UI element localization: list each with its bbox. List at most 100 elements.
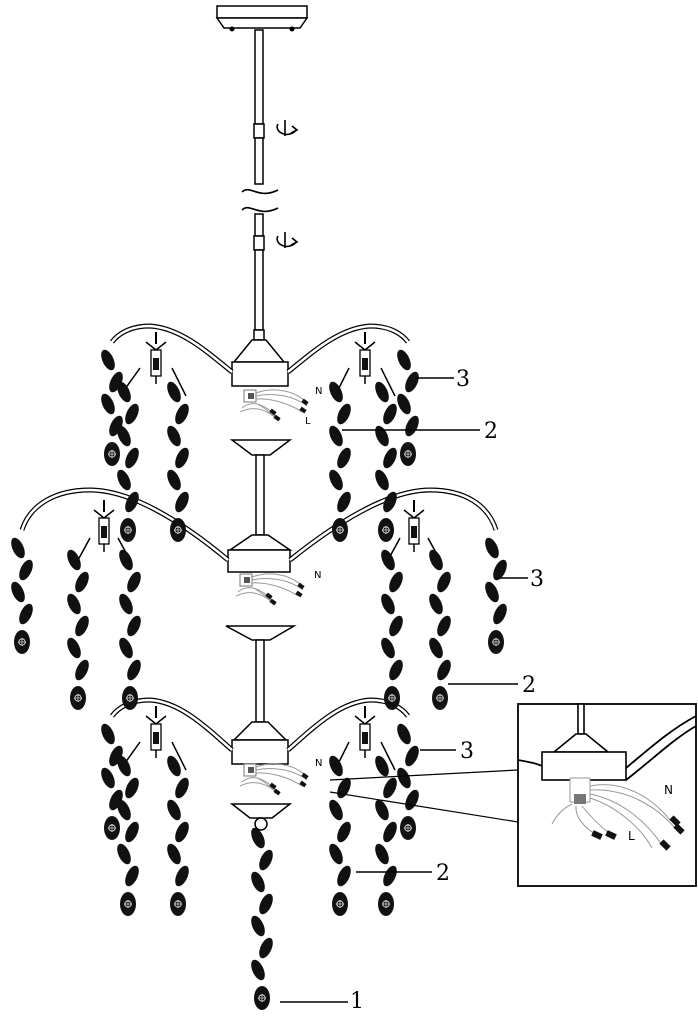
crystal-bead [326, 753, 346, 779]
light-socket [93, 499, 115, 553]
crystal-string [164, 753, 192, 917]
tier-top-hub [231, 329, 289, 387]
crystal-bead [394, 347, 414, 373]
wire-bundle [239, 763, 310, 796]
crystal-bead [326, 423, 346, 449]
crystal-bead [482, 535, 502, 561]
callout-string-middle: 2 [448, 673, 536, 698]
detail-wire-bundle [551, 777, 685, 851]
light-socket [354, 331, 376, 385]
crystal-bead [256, 847, 276, 873]
crystal-bead [116, 547, 136, 573]
light-socket [145, 331, 167, 385]
crystal-drop [119, 517, 137, 543]
crystal-string [372, 379, 400, 543]
crystal-bead [64, 547, 84, 573]
crystal-drop [253, 985, 271, 1011]
crystal-bead [172, 863, 192, 889]
suspension-rod [253, 29, 265, 331]
crystal-bead [402, 787, 422, 813]
crystal-bead [116, 591, 136, 617]
crystal-drop [169, 517, 187, 543]
crystal-bead [434, 657, 454, 683]
crystal-drop [399, 441, 417, 467]
crystal-bead [122, 819, 142, 845]
crystal-bead [378, 635, 398, 661]
crystal-bead [426, 591, 446, 617]
crystal-drop [13, 629, 31, 655]
crystal-bead [114, 467, 134, 493]
crystal-bead [386, 569, 406, 595]
crystal-drop [331, 891, 349, 917]
crystal-bead [372, 841, 392, 867]
light-socket [403, 499, 425, 553]
crystal-bead [114, 841, 134, 867]
crystal-bead [16, 601, 36, 627]
crystal-bead [122, 775, 142, 801]
tier-top: N L [110, 323, 410, 427]
detail-hub [541, 703, 627, 781]
crystal-bead [372, 423, 392, 449]
crystal-drop [399, 815, 417, 841]
crystal-bead [164, 841, 184, 867]
callout-pendant: 1 [280, 989, 364, 1014]
crystal-bead [326, 379, 346, 405]
crystal-bead [426, 635, 446, 661]
crystal-bead [164, 379, 184, 405]
detail-label-neutral: N [664, 783, 673, 797]
crystal-bead [98, 765, 118, 791]
crystal-string [394, 347, 422, 467]
crystal-bead [426, 547, 446, 573]
crystal-bead [334, 863, 354, 889]
crystal-drop [377, 517, 395, 543]
crystal-bead [386, 657, 406, 683]
rotation-arrow-icon [276, 232, 299, 248]
crystal-string [482, 535, 510, 655]
crystal-bead [380, 401, 400, 427]
wire-label-live: L [305, 416, 311, 427]
crystal-bead [256, 935, 276, 961]
crystal-bead [124, 613, 144, 639]
crystal-drop [487, 629, 505, 655]
callout-hook-bottom: 3 [420, 739, 474, 764]
crystal-drop [103, 815, 121, 841]
callout-label-2: 2 [522, 673, 536, 698]
tier-middle-arms-inner [20, 488, 498, 562]
crystal-bead [378, 591, 398, 617]
crystal-string [98, 347, 126, 467]
callout-string-bottom: 2 [356, 861, 450, 886]
crystal-bead [334, 445, 354, 471]
crystal-bead [172, 489, 192, 515]
light-socket [354, 705, 376, 759]
crystal-bead [8, 579, 28, 605]
callout-label-1: 1 [350, 989, 364, 1014]
crystal-bead [172, 775, 192, 801]
callout-label-3: 3 [460, 739, 474, 764]
rotation-arrow-icon [276, 120, 299, 136]
crystal-string [394, 721, 422, 841]
crystal-drop [331, 517, 349, 543]
crystal-bead [334, 401, 354, 427]
crystal-bead [248, 869, 268, 895]
crystal-bead [434, 569, 454, 595]
callout-hook-middle: 3 [500, 567, 544, 592]
crystal-bead [122, 445, 142, 471]
crystal-bead [124, 657, 144, 683]
tier-middle-stem [227, 439, 293, 573]
crystal-bead [334, 489, 354, 515]
crystal-drop [377, 891, 395, 917]
crystal-bead [8, 535, 28, 561]
crystal-drop [169, 891, 187, 917]
crystal-bead [386, 613, 406, 639]
tier-middle: N [19, 439, 499, 606]
tier-bottom-arms-inner [110, 698, 410, 751]
crystal-bead [72, 657, 92, 683]
crystal-string [8, 535, 36, 655]
crystal-bead [172, 819, 192, 845]
crystal-bead [122, 401, 142, 427]
bottom-finial [229, 803, 293, 831]
crystal-bead [326, 467, 346, 493]
crystal-bead [72, 613, 92, 639]
detail-inset: N L [329, 703, 697, 887]
